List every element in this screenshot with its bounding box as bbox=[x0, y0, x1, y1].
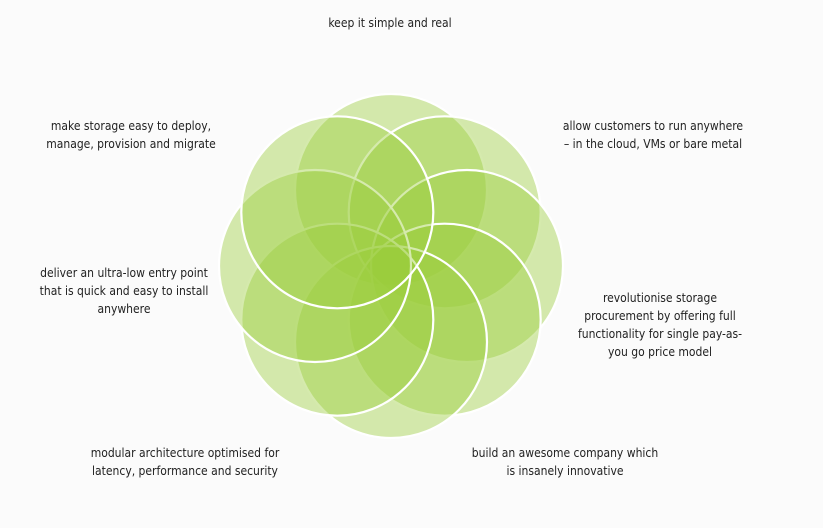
petal-circle-right bbox=[369, 168, 565, 364]
petal-circle-bottom-left bbox=[240, 222, 435, 417]
petal-circle-top bbox=[293, 92, 489, 288]
label-low-entry-point: deliver an ultra-low entry point that is… bbox=[39, 266, 209, 316]
petal-circle-left bbox=[217, 168, 413, 364]
petal-circle-top-right bbox=[347, 115, 542, 310]
label-awesome-company: build an awesome company which is insane… bbox=[471, 446, 659, 478]
petal-circle-top-left bbox=[240, 115, 435, 310]
petal-group bbox=[217, 92, 565, 440]
label-keep-it-simple: keep it simple and real bbox=[328, 16, 452, 30]
label-revolutionise-procurement: revolutionise storage procurement by off… bbox=[577, 291, 743, 359]
label-run-anywhere: allow customers to run anywhere – in the… bbox=[562, 119, 744, 151]
petal-circle-bottom-right bbox=[347, 222, 542, 417]
label-easy-storage: make storage easy to deploy, manage, pro… bbox=[46, 119, 216, 151]
petal-circle-bottom bbox=[293, 244, 489, 440]
label-modular-architecture: modular architecture optimised for laten… bbox=[90, 446, 280, 478]
